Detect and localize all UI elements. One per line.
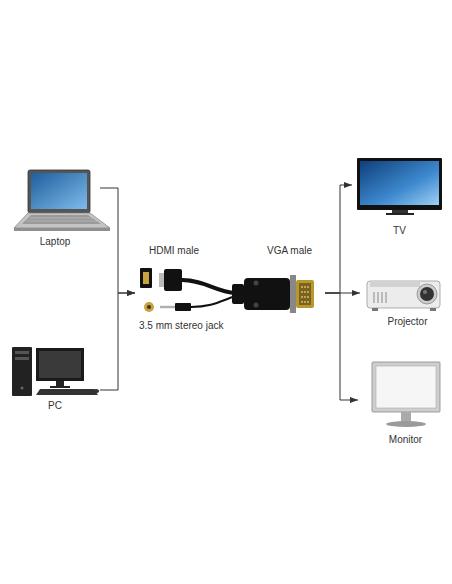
node-label: Projector [360, 316, 452, 328]
connector-arrow [100, 188, 135, 293]
connector-arrow [325, 293, 358, 400]
pc-node: PC [10, 340, 100, 415]
adapter-cable [140, 268, 314, 313]
node-label: 3.5 mm stereo jack [139, 320, 259, 332]
node-label: Monitor [358, 434, 452, 446]
node-label: HDMI male [149, 245, 229, 257]
laptop-icon [14, 170, 110, 231]
pc-icon [12, 347, 99, 396]
tv-icon [357, 158, 442, 215]
laptop-node: Laptop [10, 165, 100, 250]
monitor-node: Monitor [358, 355, 452, 447]
node-label: VGA male [267, 245, 325, 257]
projector-node: Projector [360, 270, 452, 330]
tv-node: TV [352, 150, 447, 240]
connector-arrow [100, 293, 135, 390]
node-label: Laptop [10, 236, 100, 248]
adapter-cable-node: HDMI male 3.5 mm stereo jack VGA male [135, 240, 325, 335]
connector-arrow [325, 185, 352, 293]
monitor-icon [372, 362, 440, 427]
node-label: PC [10, 400, 100, 412]
node-label: TV [352, 225, 447, 237]
projector-icon [367, 281, 440, 311]
